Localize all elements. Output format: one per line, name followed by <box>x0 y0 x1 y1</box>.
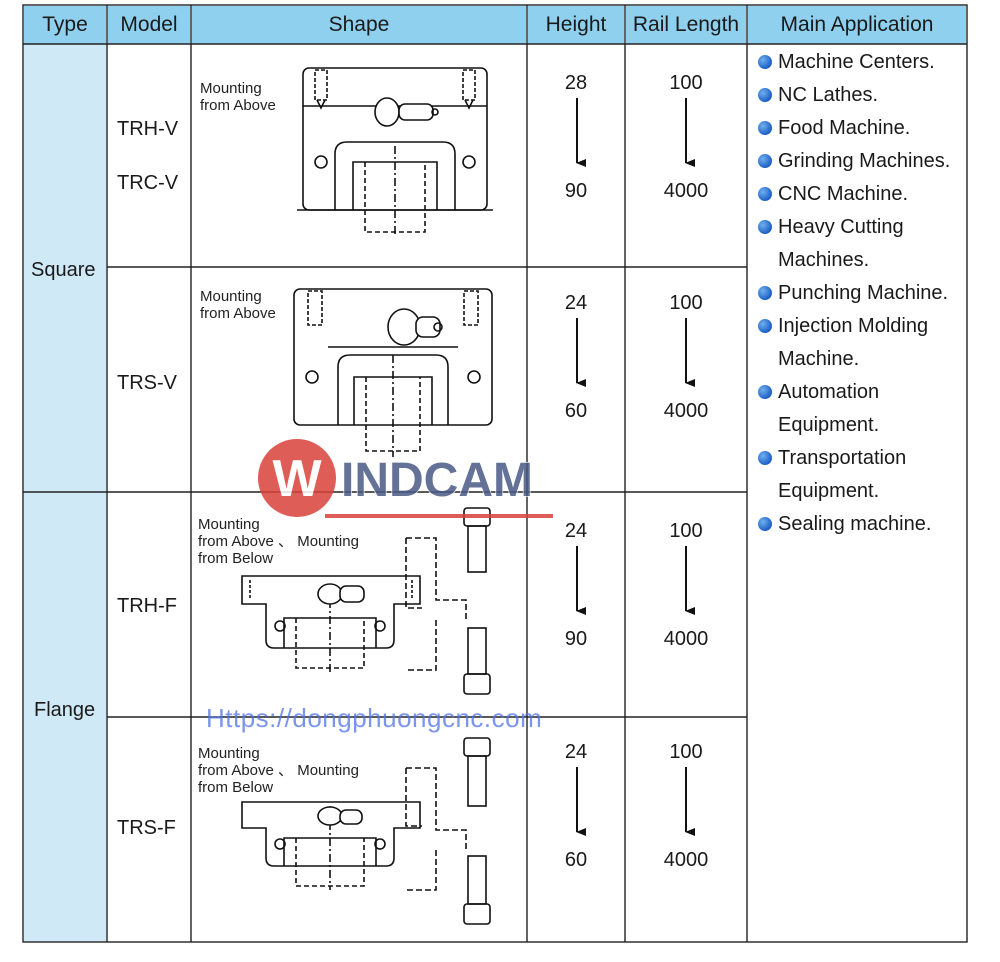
height-from-row4: 24 <box>564 741 588 763</box>
bullet-icon <box>758 154 772 168</box>
height-to-row2: 60 <box>564 400 588 422</box>
height-to-row3: 90 <box>564 628 588 650</box>
height-from-row3: 24 <box>564 520 588 542</box>
application-item-continuation: Equipment. <box>778 414 880 436</box>
application-item: NC Lathes. <box>758 79 950 112</box>
header-rail-length: Rail Length <box>626 6 746 44</box>
rail-from-row3: 100 <box>669 520 703 542</box>
type-column-square <box>24 44 106 492</box>
header-type: Type <box>24 6 106 44</box>
application-item-continuation: Machine. <box>778 348 860 370</box>
bullet-icon <box>758 187 772 201</box>
model-trs-v: TRS-V <box>117 372 177 394</box>
header-main-application: Main Application <box>748 6 966 44</box>
rail-from-row1: 100 <box>669 72 703 94</box>
model-trh-f: TRH-F <box>117 595 177 617</box>
application-item: Transportation <box>758 442 950 475</box>
application-item: Heavy Cutting <box>758 211 950 244</box>
height-from-row1: 28 <box>564 72 588 94</box>
application-item: CNC Machine. <box>758 178 950 211</box>
application-list: Machine Centers. NC Lathes. Food Machine… <box>758 46 950 541</box>
type-square: Square <box>31 259 96 281</box>
bullet-icon <box>758 286 772 300</box>
rail-to-row2: 4000 <box>663 400 709 422</box>
model-trs-f: TRS-F <box>117 817 176 839</box>
header-model: Model <box>108 6 190 44</box>
rail-from-row2: 100 <box>669 292 703 314</box>
application-item-continuation: Equipment. <box>778 480 880 502</box>
height-from-row2: 24 <box>564 292 588 314</box>
rail-to-row3: 4000 <box>663 628 709 650</box>
application-item-continuation: Machines. <box>778 249 870 271</box>
shape-flange-block-1 <box>241 507 491 695</box>
header-height: Height <box>528 6 624 44</box>
application-item: Machine Centers. <box>758 46 950 79</box>
application-item: Food Machine. <box>758 112 950 145</box>
type-flange: Flange <box>34 699 96 721</box>
type-column-flange <box>24 492 106 942</box>
url-watermark: Https://dongphuongcnc.com <box>206 703 543 733</box>
bullet-icon <box>758 121 772 135</box>
header-shape: Shape <box>192 6 526 44</box>
shape-square-block-2 <box>293 288 493 457</box>
application-item: Grinding Machines. <box>758 145 950 178</box>
svg-text:INDCAM: INDCAM <box>341 454 533 507</box>
bullet-icon <box>758 319 772 333</box>
svg-text:W: W <box>272 450 322 508</box>
rail-to-row1: 4000 <box>663 180 709 202</box>
application-item: Punching Machine. <box>758 277 950 310</box>
rail-from-row4: 100 <box>669 741 703 763</box>
model-trc-v: TRC-V <box>117 172 179 194</box>
height-to-row4: 60 <box>564 849 588 871</box>
application-item: Automation <box>758 376 950 409</box>
bullet-icon <box>758 88 772 102</box>
shape-square-block-1 <box>297 67 493 237</box>
bullet-icon <box>758 517 772 531</box>
windcam-logo-watermark: W INDCAM <box>258 439 553 518</box>
height-to-row1: 90 <box>564 180 588 202</box>
bullet-icon <box>758 55 772 69</box>
model-trh-v: TRH-V <box>117 118 179 140</box>
bullet-icon <box>758 220 772 234</box>
shape-flange-block-2 <box>241 737 491 925</box>
rail-to-row4: 4000 <box>663 849 709 871</box>
application-item: Injection Molding <box>758 310 950 343</box>
bullet-icon <box>758 451 772 465</box>
application-item: Sealing machine. <box>758 508 950 541</box>
bullet-icon <box>758 385 772 399</box>
